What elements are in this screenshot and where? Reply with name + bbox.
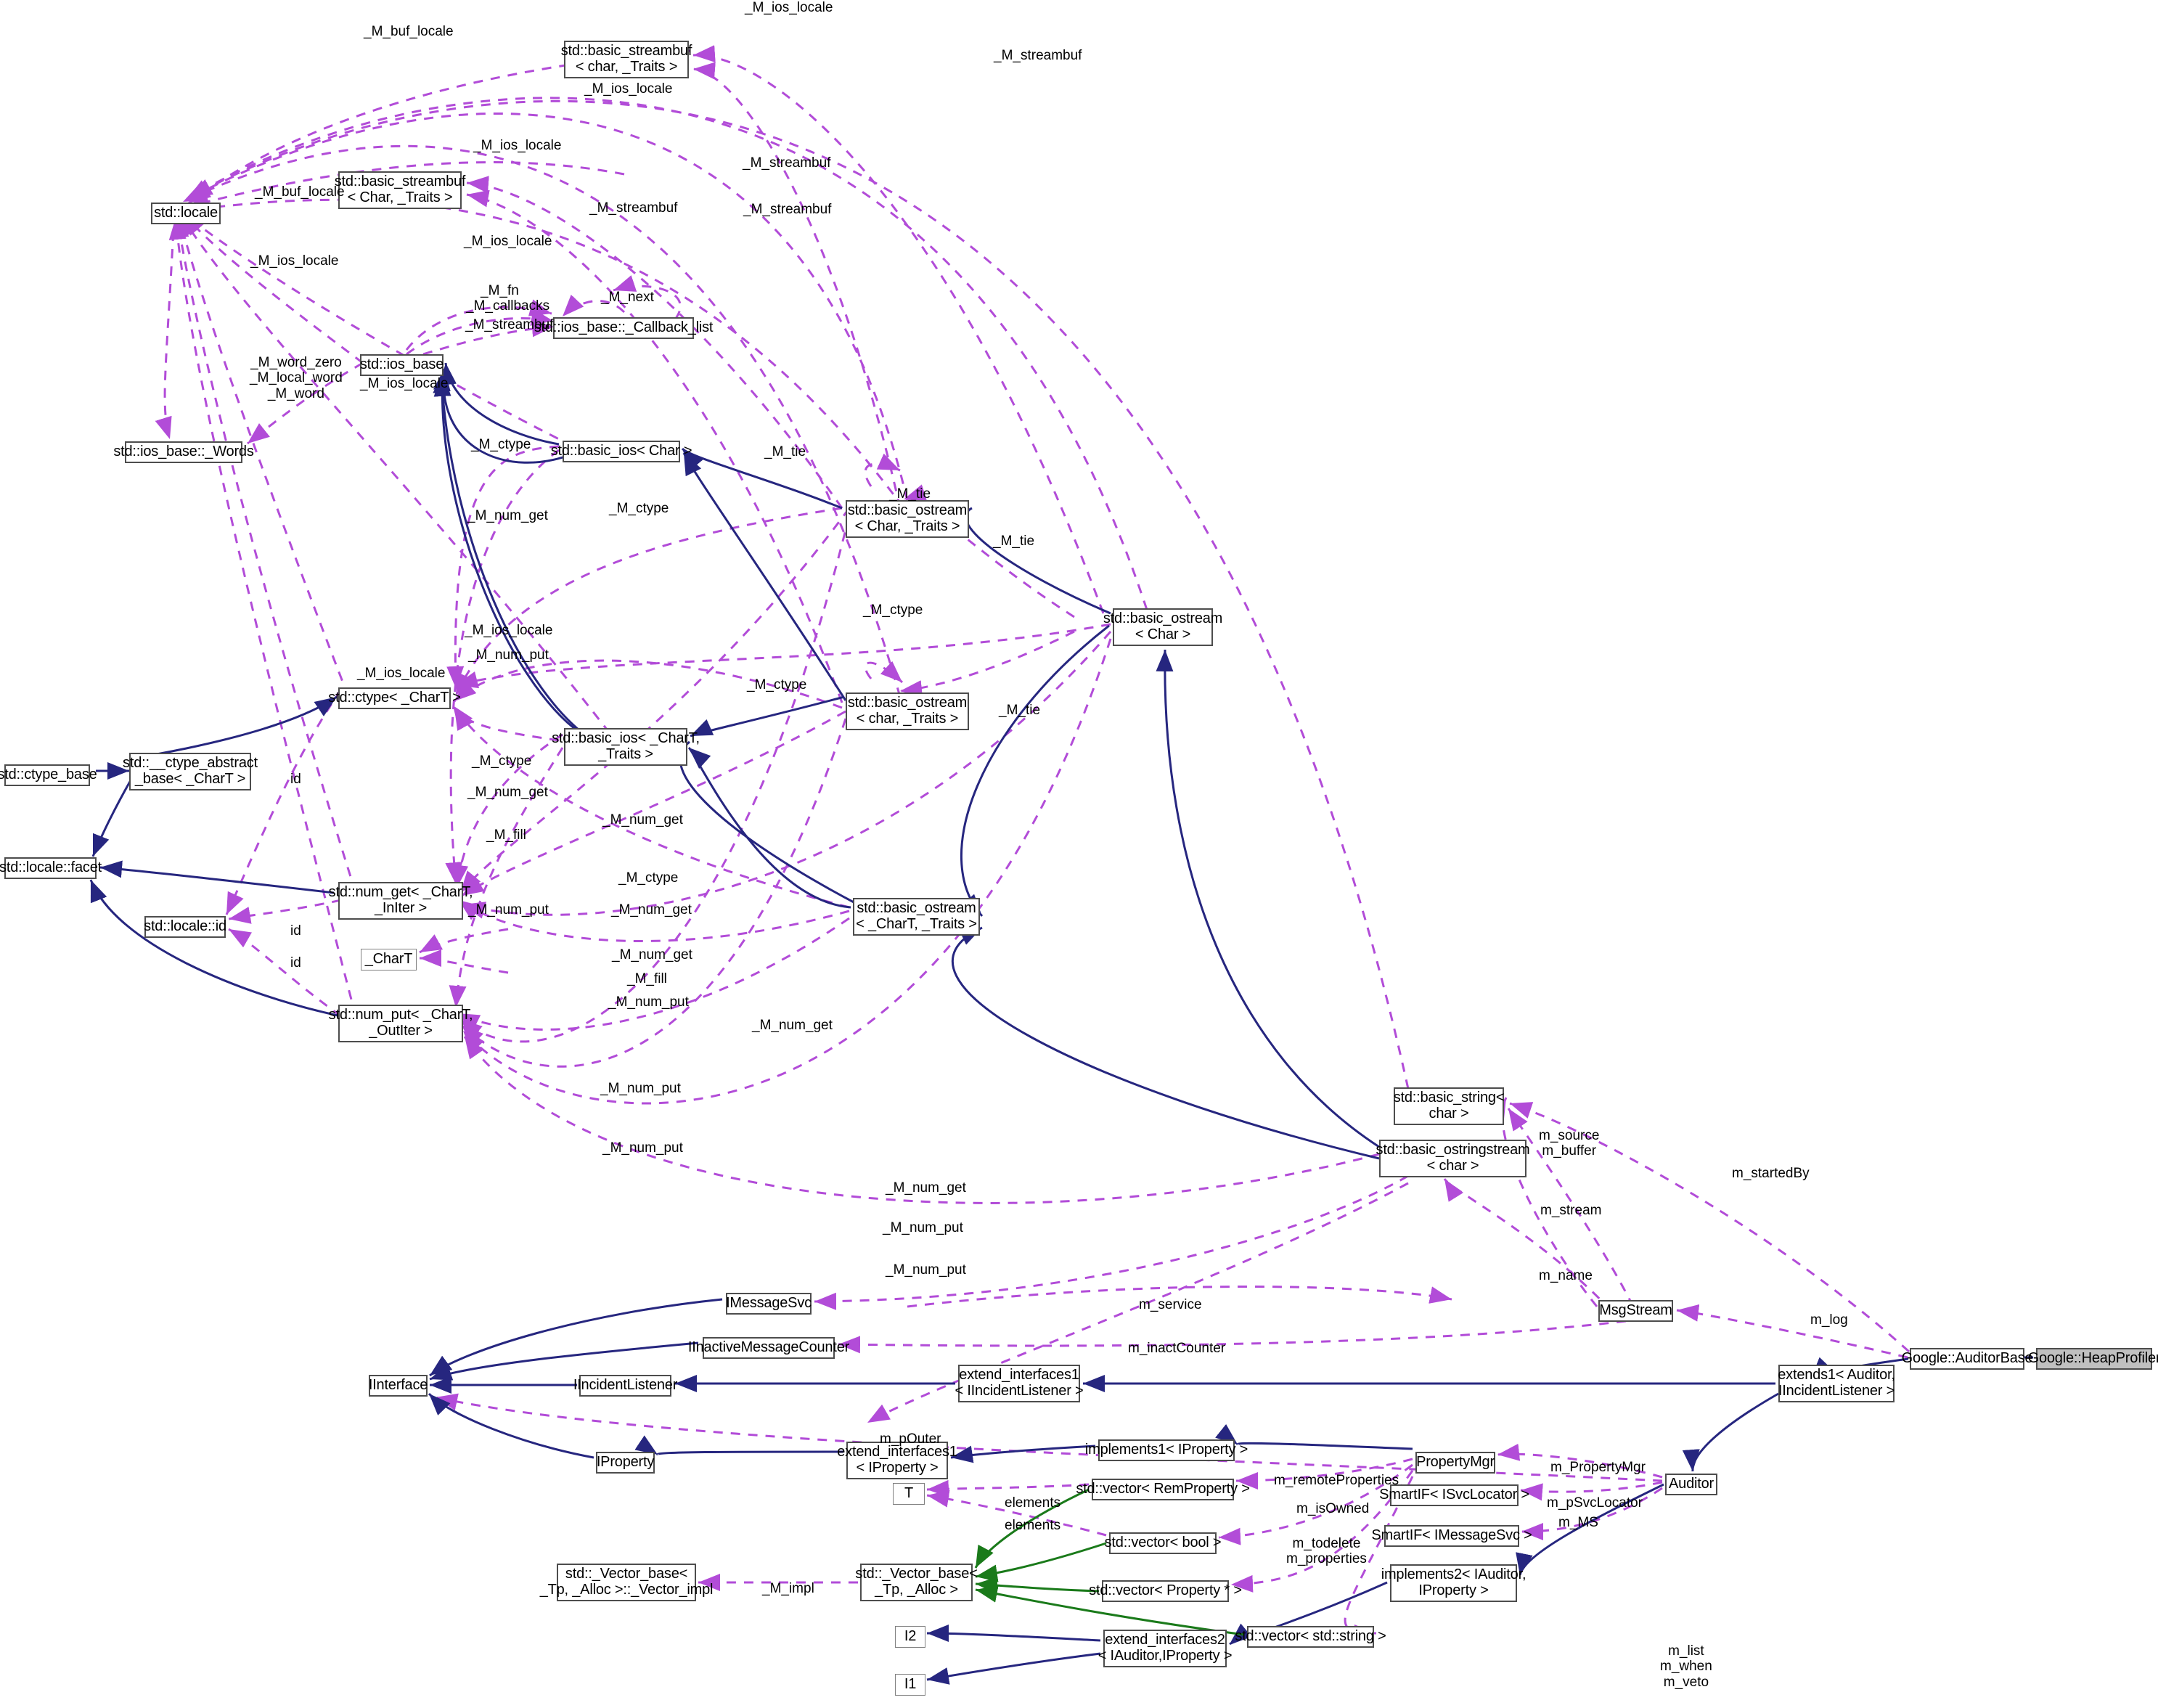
class-node[interactable]: extend_interfaces2 < IAuditor,IProperty … [1098, 1630, 1233, 1667]
class-node[interactable]: SmartIF< IMessageSvc > [1371, 1525, 1532, 1547]
class-node[interactable]: T [893, 1483, 925, 1505]
class-node[interactable]: std::vector< Property * > [1089, 1580, 1242, 1602]
class-node[interactable]: std::basic_ostream < _CharT, _Traits > [853, 898, 980, 936]
class-node[interactable]: std::_Vector_base< _Tp, _Alloc >::_Vecto… [540, 1564, 714, 1601]
inheritance-edge-group [89, 362, 2033, 1685]
class-node[interactable]: implements1< IProperty > [1085, 1439, 1248, 1461]
class-node[interactable]: std::basic_ios< _CharT, _Traits > [552, 728, 700, 766]
class-node[interactable]: std::__ctype_abstract _base< _CharT > [123, 753, 258, 790]
class-node[interactable]: std::vector< std::string > [1235, 1626, 1386, 1648]
template-edge-group [974, 1488, 1245, 1636]
class-node[interactable]: IInterface [369, 1375, 428, 1397]
class-node[interactable]: Google::HeapProfiler [2028, 1348, 2158, 1370]
class-node[interactable]: std::locale::id [144, 916, 226, 938]
class-node[interactable]: std::locale [151, 203, 221, 224]
class-node[interactable]: std::num_put< _CharT, _OutIter > [329, 1005, 473, 1042]
class-node[interactable]: std::basic_ios< Char > [551, 441, 692, 462]
class-node[interactable]: SmartIF< ISvcLocator > [1379, 1484, 1529, 1506]
usage-edge-group [155, 45, 1910, 1642]
class-node[interactable]: IIncidentListener [573, 1375, 677, 1397]
class-node[interactable]: std::basic_ostream < char, _Traits > [846, 692, 969, 730]
class-node[interactable]: Auditor [1665, 1474, 1717, 1495]
class-node[interactable]: MsgStream [1598, 1300, 1673, 1322]
class-node[interactable]: extend_interfaces1 < IProperty > [837, 1442, 957, 1479]
class-node[interactable]: std::basic_streambuf < char, _Traits > [561, 41, 692, 78]
class-node[interactable]: std::_Vector_base< _Tp, _Alloc > [855, 1564, 978, 1601]
class-node[interactable]: std::num_get< _CharT, _InIter > [329, 882, 473, 920]
class-node[interactable]: std::locale::facet [0, 857, 102, 879]
class-node[interactable]: I2 [895, 1626, 925, 1648]
class-node[interactable]: std::vector< bool > [1105, 1532, 1222, 1554]
class-node[interactable]: extends1< Auditor, IIncidentListener > [1778, 1365, 1895, 1402]
class-node[interactable]: _CharT [361, 949, 417, 971]
class-node[interactable]: I1 [895, 1674, 925, 1696]
class-node[interactable]: PropertyMgr [1415, 1452, 1495, 1474]
class-node[interactable]: std::ios_base::_Callback_list [534, 317, 713, 339]
class-node[interactable]: std::ios_base [360, 354, 444, 376]
class-node[interactable]: std::basic_streambuf < Char, _Traits > [335, 171, 465, 209]
class-node[interactable]: std::vector< RemProperty > [1076, 1479, 1250, 1500]
class-node[interactable]: std::basic_ostringstream < char > [1376, 1140, 1530, 1177]
class-node[interactable]: implements2< IAuditor, IProperty > [1381, 1564, 1526, 1602]
class-node[interactable]: std::ctype< _CharT > [328, 687, 461, 709]
class-node[interactable]: IInactiveMessageCounter [688, 1337, 849, 1359]
class-node[interactable]: std::ios_base::_Words [113, 441, 254, 463]
class-node[interactable]: IProperty [596, 1452, 655, 1474]
class-node[interactable]: extend_interfaces1 < IIncidentListener > [955, 1365, 1084, 1402]
class-node[interactable]: std::basic_string< char > [1394, 1087, 1504, 1125]
class-node[interactable]: IMessageSvc [726, 1293, 812, 1315]
class-node[interactable]: Google::AuditorBase [1902, 1348, 2033, 1370]
class-node[interactable]: std::basic_ostream < Char > [1103, 608, 1222, 646]
class-node[interactable]: std::ctype_base [0, 764, 97, 786]
class-node[interactable]: std::basic_ostream < Char, _Traits > [846, 500, 969, 538]
